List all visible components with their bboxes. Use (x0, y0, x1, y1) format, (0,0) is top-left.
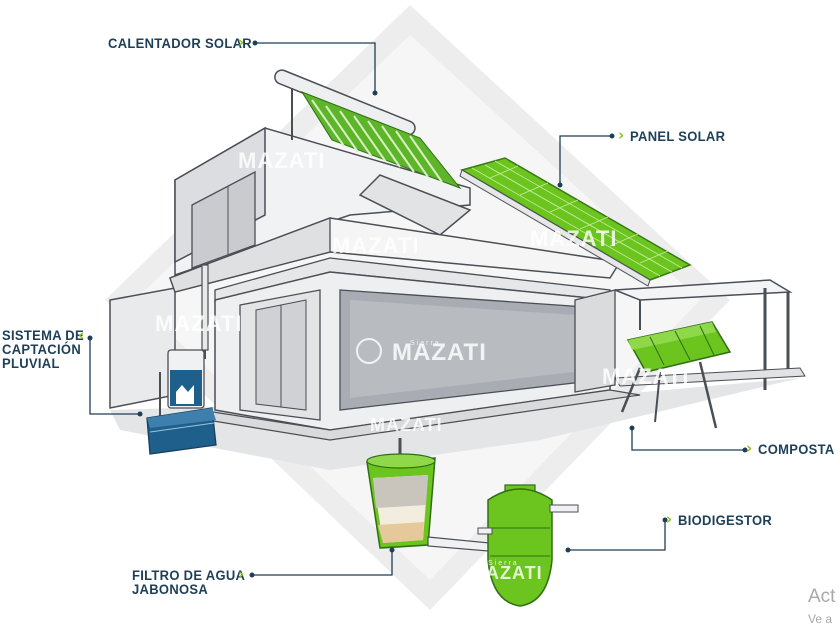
callout-lines (89, 42, 745, 576)
watermark: Sierra MAZATI (470, 560, 543, 583)
label-filtro-agua-jabonosa: FILTRO DE AGUA JABONOSA (132, 566, 246, 598)
solar-panel (459, 157, 692, 287)
watermark: Sierra MAZATI (392, 339, 487, 366)
watermark: MAZATI (602, 364, 690, 389)
soap-water-filter (366, 453, 436, 549)
label-composta: COMPOSTA (758, 440, 835, 458)
chevron-left-icon: ‹ (78, 326, 85, 344)
chevron-right-icon: › (618, 126, 625, 144)
watermark: MAZATI (332, 233, 420, 258)
chevron-right-icon: › (746, 439, 753, 457)
chevron-right-icon: › (666, 510, 673, 528)
watermark: MAZATI (530, 226, 618, 251)
label-sistema-captacion-pluvial: SISTEMA DE CAPTACIÓN PLUVIAL (2, 326, 84, 372)
rainwater-tank (159, 349, 205, 418)
compost-tumbler (620, 321, 732, 429)
watermark: MAZATI (238, 148, 326, 173)
label-biodigestor: BIODIGESTOR (678, 511, 773, 529)
chevron-right-icon: › (238, 33, 245, 51)
deer-logo-icon (356, 338, 382, 364)
label-panel-solar: PANEL SOLAR (630, 127, 726, 145)
label-calentador-solar: CALENTADOR SOLAR (108, 34, 252, 52)
solar-water-heater (274, 69, 462, 190)
pergola-roof (614, 279, 793, 301)
watermark: MAZATI (155, 311, 243, 336)
watermark: MAZATI (370, 415, 443, 435)
left-wall-block (109, 287, 176, 409)
chevron-right-icon: › (238, 565, 245, 583)
rain-pipe (201, 264, 209, 351)
corner-text: Act (808, 586, 836, 607)
biodigestor-tank (477, 484, 579, 607)
cistern (146, 407, 217, 455)
corner-text: Ve a (808, 612, 833, 626)
